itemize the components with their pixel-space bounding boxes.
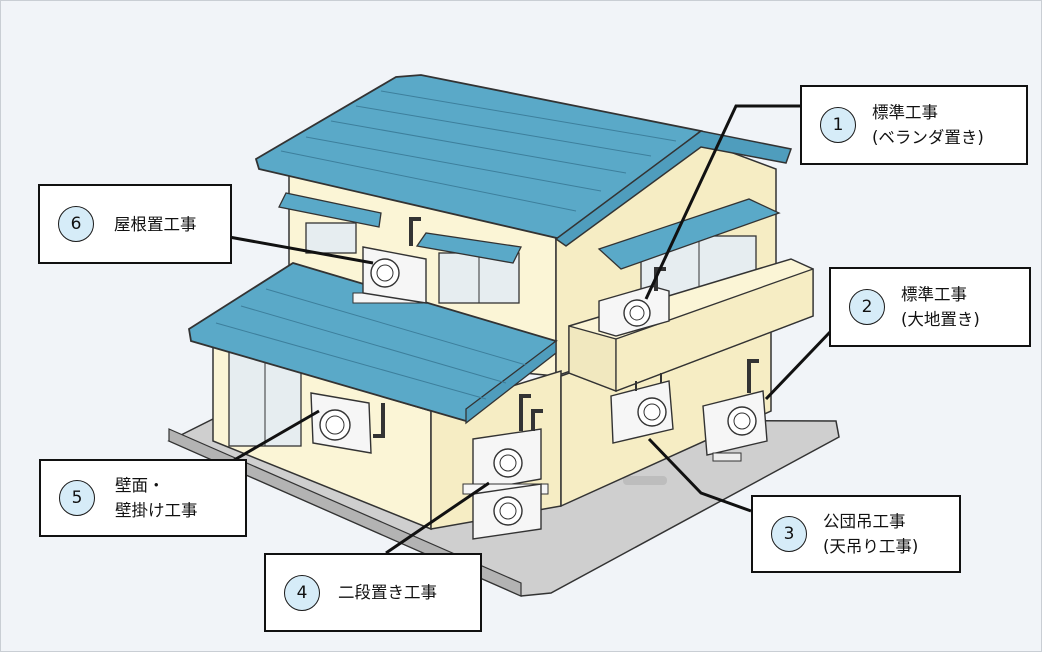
- callout-3: 3 公団吊工事 (天吊り工事): [751, 495, 961, 573]
- leader-lines: [228, 104, 833, 555]
- ac-unit-ground: [702, 359, 768, 462]
- main-roof: [254, 74, 792, 247]
- callout-6: 6 屋根置工事: [38, 184, 232, 264]
- callout-number: 3: [771, 516, 807, 552]
- callout-number: 1: [820, 107, 856, 143]
- balcony: [568, 258, 814, 392]
- callout-number: 6: [58, 206, 94, 242]
- callout-label-line2: (ベランダ置き): [872, 128, 984, 147]
- ac-unit-ceiling: [610, 373, 674, 444]
- ac-unit-stacked: [462, 394, 549, 540]
- callout-1: 1 標準工事 (ベランダ置き): [800, 85, 1028, 165]
- callout-label-line1: 壁面・: [115, 476, 165, 495]
- callout-label-line2: (天吊り工事): [823, 537, 919, 556]
- callout-label-line1: 二段置き工事: [338, 583, 437, 602]
- callout-label-line1: 標準工事: [901, 285, 967, 304]
- callout-number: 4: [284, 574, 320, 611]
- callout-4: 4 二段置き工事: [264, 553, 482, 632]
- lower-roof: [188, 262, 558, 425]
- callout-label-line1: 公団吊工事: [823, 512, 906, 531]
- ac-unit-roof: [352, 217, 427, 304]
- callout-label-line1: 屋根置工事: [114, 214, 197, 234]
- callout-label-line1: 標準工事: [872, 103, 938, 122]
- ac-unit-wall: [310, 392, 385, 454]
- callout-label-line2: 壁掛け工事: [115, 501, 198, 520]
- callout-number: 5: [59, 480, 95, 516]
- callout-5: 5 壁面・ 壁掛け工事: [39, 459, 247, 537]
- callout-label-line2: (大地置き): [901, 310, 980, 329]
- callout-2: 2 標準工事 (大地置き): [829, 267, 1031, 347]
- callout-number: 2: [849, 289, 885, 325]
- ac-unit-balcony: [598, 267, 670, 337]
